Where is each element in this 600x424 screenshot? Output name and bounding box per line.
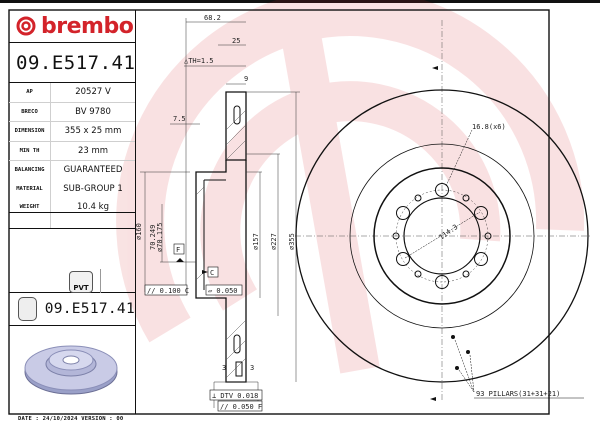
- dim-th-tolerance: △TH=1.5: [184, 57, 214, 65]
- dim-thickness: 25: [232, 37, 240, 45]
- bolt-hole-label: 16.8(x6): [472, 123, 506, 131]
- dim-hat-diameter: ∅160: [135, 223, 143, 240]
- pvt-divider: [100, 269, 101, 293]
- spec-value: 20527 V: [75, 87, 111, 98]
- top-frame-bar: [0, 0, 600, 3]
- brembo-watermark: [116, 0, 585, 374]
- chamfer-a: 3: [222, 364, 226, 372]
- dim-355: ∅355: [288, 233, 296, 250]
- pvt-disc-icon: PVT: [69, 271, 93, 293]
- front-view: [295, 20, 590, 401]
- code-row-number: 09.E517.41: [44, 301, 135, 317]
- spec-value: SUB-GROUP 1: [63, 183, 123, 194]
- spec-key: MIN TH: [9, 141, 51, 160]
- spec-key: DIMENSION: [9, 122, 51, 141]
- code-row: 09.E517.41: [9, 293, 135, 326]
- spec-row: DIMENSION 355 x 25 mm: [9, 122, 135, 142]
- spec-key: MATERIAL: [9, 179, 51, 198]
- spec-row: MIN TH 23 mm: [9, 141, 135, 161]
- vented-disc-icon: [18, 297, 37, 321]
- spec-value: 23 mm: [77, 145, 109, 156]
- dim-hat-wall: 7.5: [173, 115, 186, 123]
- spec-row: BALANCING GUARANTEED: [9, 161, 135, 180]
- chamfer-b: 3: [250, 364, 254, 372]
- product-render: [9, 326, 135, 414]
- spec-empty-row: [9, 212, 135, 229]
- dim-pilot-min: ∅70.175: [156, 222, 164, 252]
- tol-dtv: ⊥ DTV 0.018: [212, 392, 258, 400]
- dim-pad-offset: 9: [244, 75, 248, 83]
- spec-value: 10.4 kg: [77, 202, 109, 213]
- brand-name: brembo: [41, 13, 134, 39]
- dim-overall-height: 68.2: [204, 14, 221, 22]
- spec-key: WEIGHT: [9, 198, 51, 217]
- spec-row: WEIGHT 10.4 kg: [9, 198, 135, 217]
- dim-pilot-max: 70.249: [149, 225, 157, 250]
- datum-c: C: [210, 269, 214, 277]
- spec-key: AP: [9, 83, 51, 102]
- brembo-ring-logo-icon: [16, 16, 36, 36]
- spec-value: 355 x 25 mm: [64, 126, 122, 137]
- section-view: [140, 18, 300, 408]
- spec-table: AP 20527 V BRECO BV 9780 DIMENSION 355 x 25…: [9, 83, 135, 217]
- spec-key: BRECO: [9, 102, 51, 121]
- pvt-label: PVT: [73, 284, 89, 292]
- pillars-label: 93 PILLARS(31+31+21): [476, 390, 560, 398]
- spec-value: GUARANTEED: [63, 165, 123, 176]
- footer-date: DATE : 24/10/2024 VERSION : 00: [18, 416, 124, 422]
- pcd-label: 114.3: [438, 223, 460, 242]
- part-number: 09.E517.41: [9, 43, 135, 83]
- pvt-area: PVT: [9, 228, 135, 293]
- tol-flatness-hat: ▱ 0.050: [208, 287, 238, 295]
- title-block: brembo 09.E517.41 AP 20527 V BRECO BV 9780…: [9, 10, 136, 414]
- dim-157: ∅157: [252, 233, 260, 250]
- brake-disc-render-icon: [24, 345, 118, 395]
- tol-runout-face: // 0.050 F: [220, 403, 262, 411]
- brand-logo: brembo: [9, 10, 135, 43]
- tol-runout-hat: // 0.100 C: [147, 287, 189, 295]
- dim-227: ∅227: [270, 233, 278, 250]
- spec-row: MATERIAL SUB-GROUP 1: [9, 179, 135, 198]
- datum-f: F: [176, 246, 180, 254]
- spec-key: BALANCING: [9, 161, 51, 180]
- spec-row: BRECO BV 9780: [9, 102, 135, 122]
- spec-value: BV 9780: [75, 106, 111, 117]
- spec-row: AP 20527 V: [9, 83, 135, 103]
